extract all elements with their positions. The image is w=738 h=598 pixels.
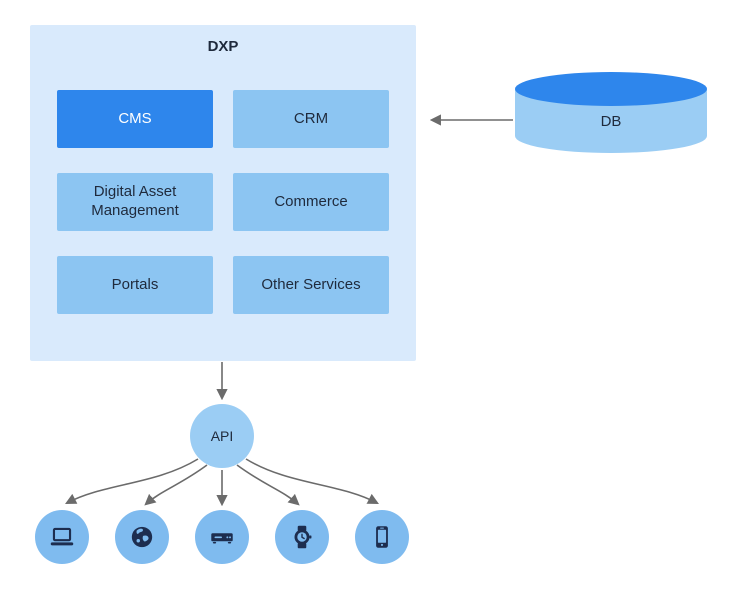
device-globe	[115, 510, 169, 564]
smartphone-icon	[376, 526, 388, 548]
db-label: DB	[600, 113, 622, 130]
device-smartphone	[355, 510, 409, 564]
api-label: API	[210, 428, 234, 444]
arrow-api-to-smartphone	[245, 458, 379, 505]
arrow-api-to-smartwatch	[236, 464, 300, 506]
module-digital-asset-management: Digital Asset Management	[57, 173, 213, 231]
module-portals: Portals	[57, 256, 213, 314]
dxp-title: DXP	[207, 38, 239, 55]
db-cylinder-top	[515, 72, 707, 106]
module-commerce: Commerce	[233, 173, 389, 231]
module-other-services: Other Services	[233, 256, 389, 314]
set-top-box-icon	[211, 533, 233, 544]
laptop-icon	[50, 527, 74, 546]
module-cms: CMS	[57, 90, 213, 148]
module-crm: CRM	[233, 90, 389, 148]
device-smartwatch	[275, 510, 329, 564]
arrow-api-to-globe	[144, 464, 208, 506]
device-laptop	[35, 510, 89, 564]
device-set-top-box	[195, 510, 249, 564]
globe-icon	[131, 526, 153, 548]
smartwatch-icon	[294, 525, 312, 549]
api-node: API	[190, 404, 254, 468]
arrow-api-to-laptop	[65, 458, 199, 505]
dxp-container: DXP CMS CRM Digital Asset Management Com…	[30, 25, 416, 361]
